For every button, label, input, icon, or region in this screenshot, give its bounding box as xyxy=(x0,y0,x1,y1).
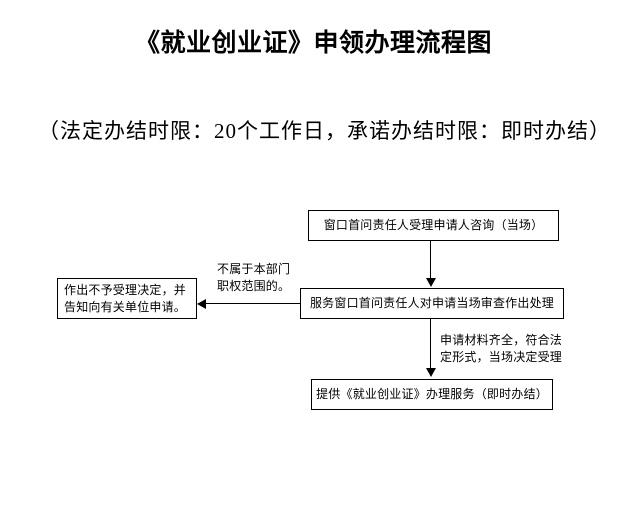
edge-label-materials-complete-line1: 申请材料齐全，符合法 xyxy=(440,333,563,347)
flow-node-reject-label-line2: 告知向有关单位申请。 xyxy=(64,299,187,314)
flow-node-review: 服务窗口首问责任人对申请当场审查作出处理 xyxy=(300,288,564,319)
edge-label-not-in-scope-line1: 不属于本部门 xyxy=(217,262,291,276)
page-title: 《就业创业证》申领办理流程图 xyxy=(134,29,492,57)
flow-node-service: 提供《就业创业证》办理服务（即时办结） xyxy=(311,379,553,410)
edge-label-materials-complete: 申请材料齐全，符合法 定形式，当场决定受理 xyxy=(440,332,562,366)
edge-label-not-in-scope: 不属于本部门 职权范围的。 xyxy=(217,261,290,295)
flow-node-consult-label: 窗口首问责任人受理申请人咨询（当场） xyxy=(323,218,544,232)
page-subtitle: （法定办结时限：20个工作日，承诺办结时限：即时办结） xyxy=(38,119,611,143)
flow-node-service-label: 提供《就业创业证》办理服务（即时办结） xyxy=(316,387,548,401)
connector-review-to-reject-arrowhead xyxy=(197,299,206,309)
connector-review-to-reject-line xyxy=(198,303,300,304)
flow-node-reject: 作出不予受理决定，并 告知向有关单位申请。 xyxy=(57,278,197,319)
flow-node-review-label: 服务窗口首问责任人对申请当场审查作出处理 xyxy=(309,296,554,310)
connector-consult-to-review-line xyxy=(430,241,431,279)
connector-review-to-service-line xyxy=(430,319,431,369)
edge-label-not-in-scope-line2: 职权范围的。 xyxy=(217,279,291,293)
connector-consult-to-review-arrowhead xyxy=(426,278,436,287)
connector-review-to-service-arrowhead xyxy=(426,368,436,377)
flow-node-reject-label-line1: 作出不予受理决定，并 xyxy=(64,282,187,297)
flow-node-consult: 窗口首问责任人受理申请人咨询（当场） xyxy=(308,210,559,241)
edge-label-materials-complete-line2: 定形式，当场决定受理 xyxy=(440,350,563,364)
